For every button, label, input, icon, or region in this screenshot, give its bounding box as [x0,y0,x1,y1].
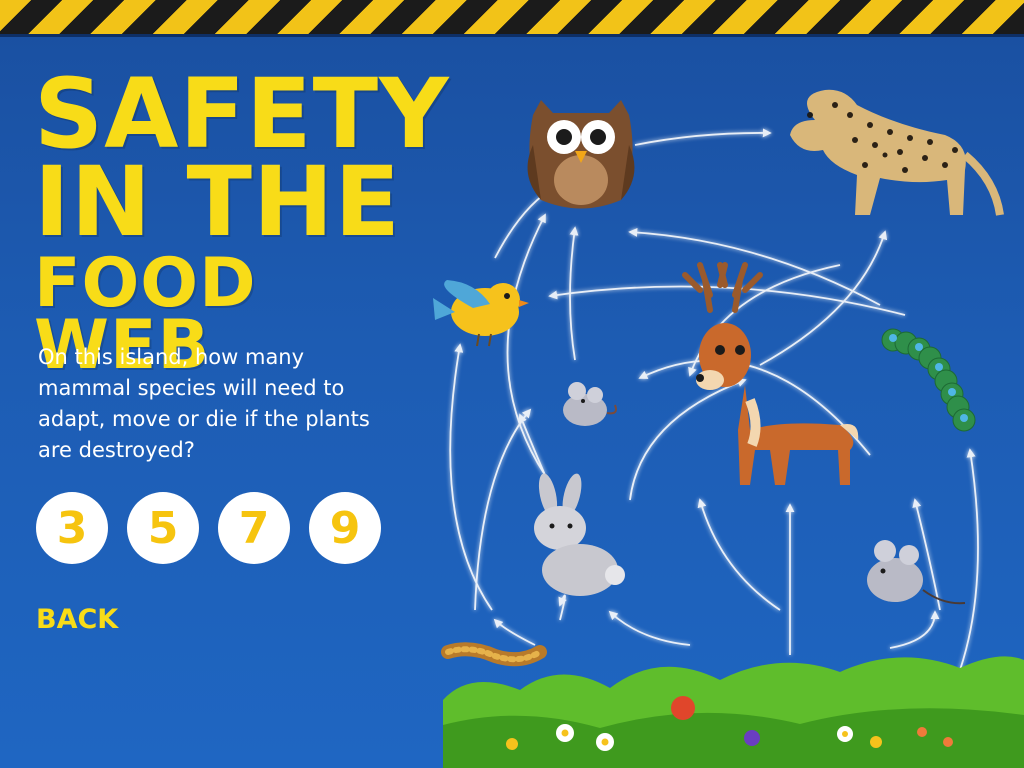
caterpillar-icon [881,328,976,432]
answer-options: 3 5 7 9 [36,492,381,564]
worm-icon [441,642,547,667]
deer-icon [682,262,859,485]
answer-button-3[interactable]: 3 [36,492,108,564]
title-line-1: SAFETY [34,58,450,170]
bird-icon [433,280,529,347]
mouse-icon [867,540,966,605]
answer-button-9[interactable]: 9 [309,492,381,564]
food-web-diagram [433,89,1024,768]
grass-meadow [443,656,1024,768]
mouse-icon [563,382,617,426]
rabbit-icon [534,473,625,596]
hazard-stripe-banner [0,0,1024,37]
answer-button-7[interactable]: 7 [218,492,290,564]
title-line-2: IN THE [34,146,401,259]
back-button[interactable]: BACK [36,604,119,635]
food-web-arrows [449,128,979,671]
question-text: On this island, how many mammal species … [38,345,370,462]
title-line-3: FOOD WEB [34,243,257,386]
leopard-icon [790,89,1004,216]
answer-button-5[interactable]: 5 [127,492,199,564]
owl-icon [527,100,635,209]
page-title: SAFETY IN THE FOOD WEB [34,58,450,386]
